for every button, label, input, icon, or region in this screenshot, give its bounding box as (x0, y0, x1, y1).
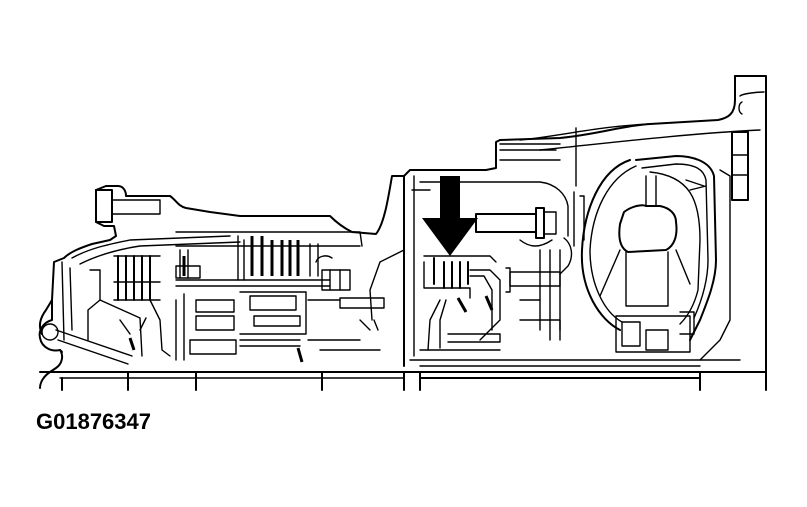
target-clutch (419, 255, 501, 351)
bolts (475, 207, 573, 341)
output-shaft (39, 359, 767, 391)
left-clutch-pack (87, 255, 171, 357)
line-drawing (38, 75, 767, 391)
upper-housing-lines (369, 175, 585, 357)
transmission-diagram (38, 75, 767, 391)
housing-outline (38, 75, 767, 391)
figure-id-label: G01876347 (36, 409, 151, 434)
center-clutch-pack (175, 231, 385, 363)
down-arrow-icon (422, 176, 478, 256)
right-drum (580, 155, 731, 361)
